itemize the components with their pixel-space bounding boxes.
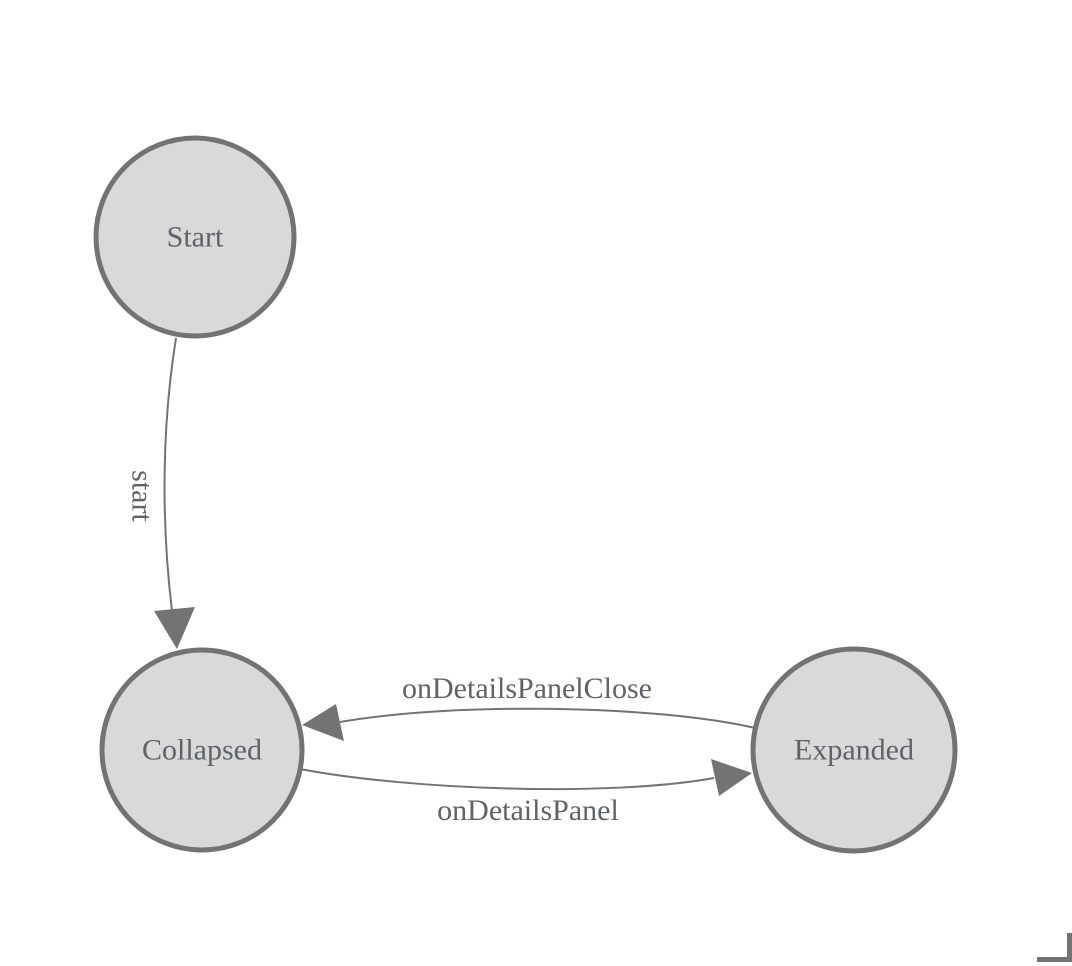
- edge-on-details-panel-label: onDetailsPanel: [437, 794, 619, 827]
- state-node-start-label: Start: [167, 221, 224, 254]
- state-node-collapsed: Collapsed: [99, 647, 305, 853]
- state-node-start: Start: [93, 135, 297, 339]
- edge-on-details-panel-close-arrowhead-icon: [302, 704, 344, 741]
- edge-start-path: [163, 337, 177, 612]
- state-node-collapsed-label: Collapsed: [142, 734, 262, 767]
- corner-mark-vertical: [1067, 933, 1072, 962]
- canvas-corner-mark: [1037, 933, 1072, 962]
- state-node-expanded: Expanded: [750, 646, 958, 854]
- edge-on-details-panel-close: onDetailsPanelClose: [302, 672, 756, 741]
- state-node-expanded-circle: [750, 646, 958, 854]
- state-node-start-circle: [93, 135, 297, 339]
- edge-start-arrowhead-icon: [154, 607, 195, 649]
- edge-on-details-panel-close-path: [339, 707, 756, 729]
- edge-start-label: start: [126, 470, 159, 522]
- edge-on-details-panel-path: [299, 768, 715, 791]
- edge-start: start: [126, 337, 195, 649]
- state-node-collapsed-circle: [99, 647, 305, 853]
- edge-on-details-panel: onDetailsPanel: [299, 759, 752, 827]
- corner-mark-horizontal: [1037, 957, 1072, 962]
- edge-on-details-panel-close-label: onDetailsPanelClose: [402, 672, 652, 705]
- state-node-expanded-label: Expanded: [794, 734, 914, 767]
- edge-on-details-panel-arrowhead-icon: [711, 759, 752, 796]
